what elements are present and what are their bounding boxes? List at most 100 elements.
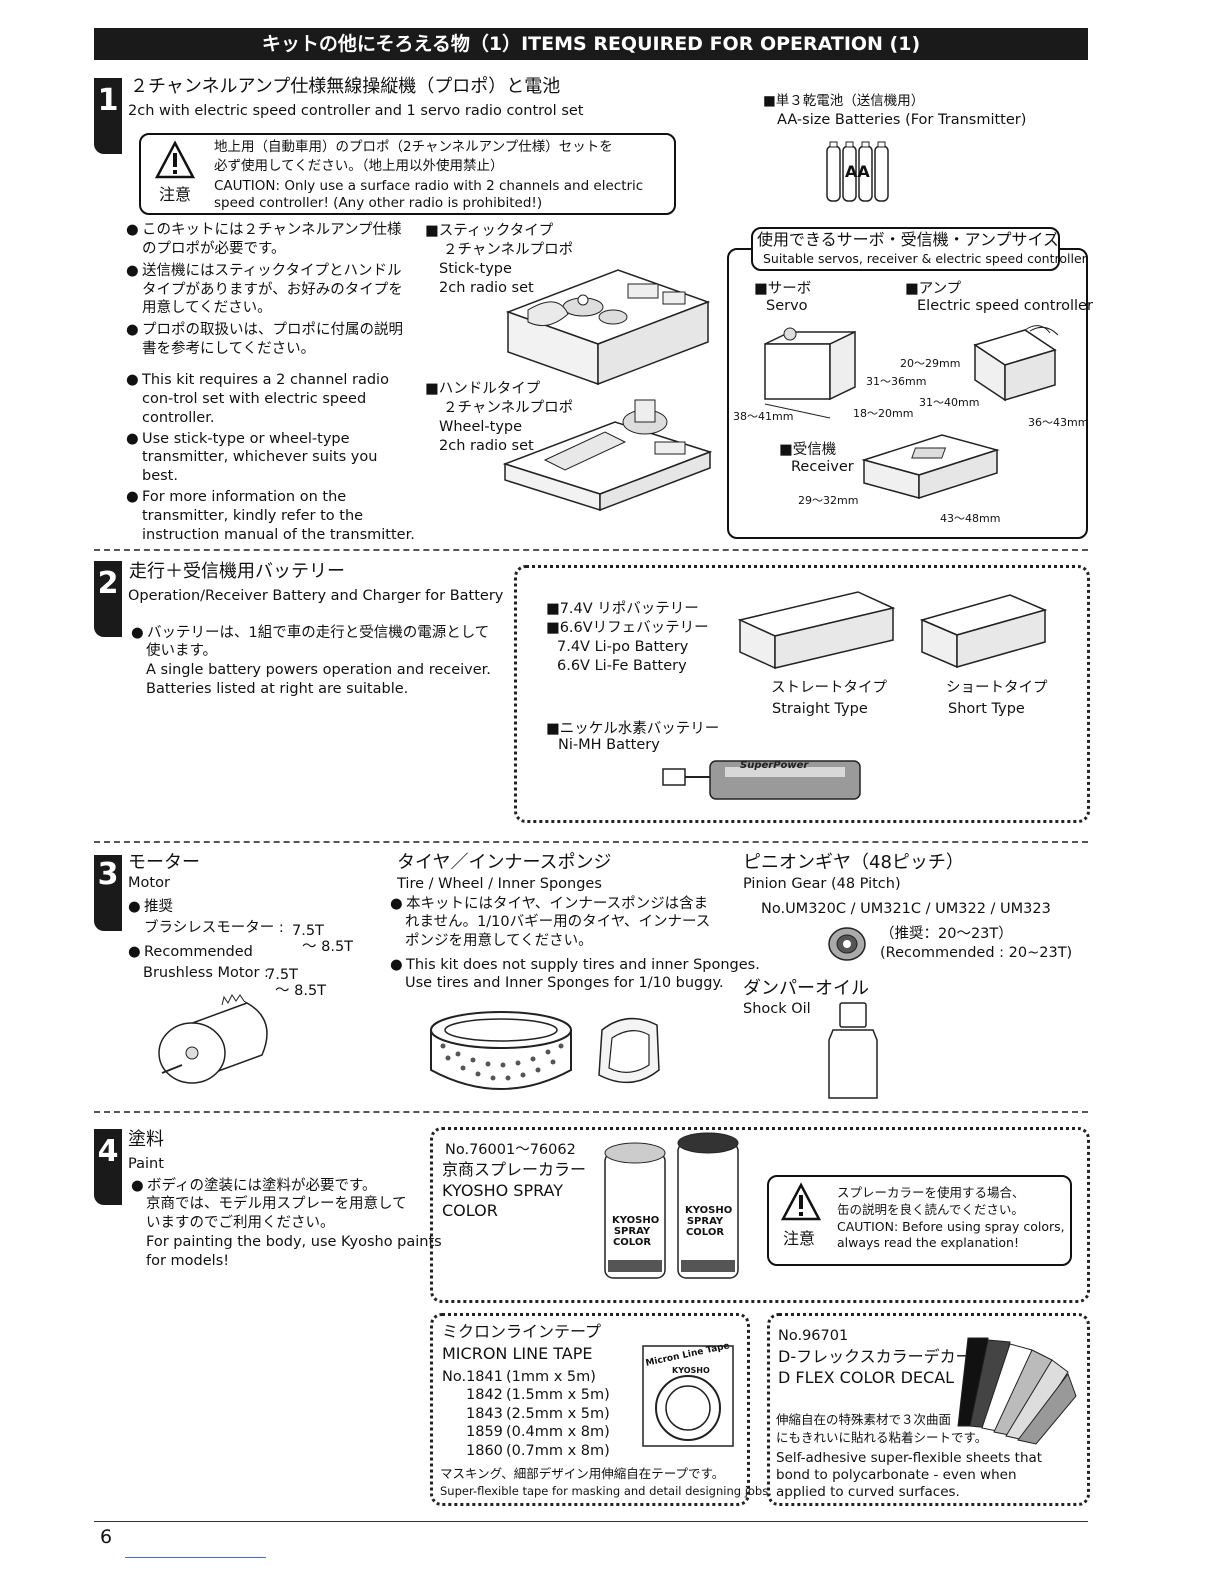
stick-transmitter-image [505, 269, 711, 386]
aa-battery-jp: ■単３乾電池（送信機用） [763, 93, 925, 109]
spray-number: No.76001〜76062 [445, 1142, 576, 1158]
tire-notes-jp: 本キットにはタイヤ、インナースポンジは含ま [390, 895, 708, 914]
spray-caution-box: 注意 スプレーカラーを使用する場合、 缶の説明を良く読んでください。 CAUTI… [767, 1175, 1072, 1266]
tire-jp: タイヤ／インナースポンジ [397, 852, 612, 873]
s1-jp-note-1: このキットには２チャンネルアンプ仕様のプロポが必要です。 [126, 221, 416, 259]
pinion-rec-jp: （推奨：20〜23T） [880, 926, 1013, 942]
s1-en-note-2: Use stick-type or wheel-type transmitter… [126, 430, 416, 487]
life-jp: ■6.6Vリフェバッテリー [546, 619, 709, 636]
turns-en-1: 7.5T [266, 967, 298, 983]
aa-battery-en: AA-size Batteries (For Transmitter) [777, 112, 1027, 128]
stick-jp-1: ■スティックタイプ [425, 223, 554, 239]
s1-title-en: 2ch with electric speed controller and 1… [128, 103, 584, 119]
brushless-en: Brushless Motor : [143, 965, 269, 981]
tape-box [430, 1313, 750, 1506]
short-type-en: Short Type [948, 701, 1025, 717]
wheel-jp-1: ■ハンドルタイプ [425, 381, 541, 397]
micron-tape-package-image [642, 1345, 734, 1447]
s2-battery-box [514, 565, 1090, 823]
tire-note-jp-3: ポンジを用意してください。 [405, 932, 593, 949]
s1-jp-notes: このキットには２チャンネルアンプ仕様のプロポが必要です。 送信機にはスティックタ… [126, 221, 416, 359]
s2-note-cont: 使います。 A single battery powers operation … [146, 642, 491, 699]
nimh-battery-image [662, 760, 861, 800]
section-number-1: 1 [94, 78, 122, 154]
page-header-title: キットの他にそろえる物（1）ITEMS REQUIRED FOR OPERATI… [94, 28, 1088, 60]
paint-notes-cont: 京商では、モデル用スプレーを用意して いますのでご利用ください。 For pai… [146, 1195, 442, 1270]
s1-title-jp: ２チャンネルアンプ仕様無線操縦機（プロポ）と電池 [130, 76, 561, 97]
decal-number: No.96701 [778, 1328, 849, 1344]
caution-en-2: speed controller! (Any other radio is pr… [214, 195, 543, 211]
tape-row-5-no: 1860 [466, 1443, 503, 1459]
section-separator-1 [94, 549, 1088, 551]
caution-label: 注意 [159, 185, 192, 204]
s1-caution-box: 注意 地上用（自動車用）のプロポ（2チャンネルアンプ仕様）セットを 必ず使用して… [139, 133, 676, 215]
decal-jp: D-フレックスカラーデカール [778, 1347, 988, 1366]
tape-row-1-no: No.1841 [442, 1369, 503, 1385]
life-en: 6.6V Li-Fe Battery [557, 657, 687, 674]
esc-width-dim: 31〜40mm [919, 396, 980, 409]
amp-jp: ■アンプ [905, 281, 962, 297]
section-separator-2 [94, 841, 1088, 843]
spray-can-label-2: KYOSHO SPRAY COLOR [685, 1205, 733, 1238]
pinion-jp: ピニオンギヤ（48ピッチ） [743, 852, 964, 873]
tape-jp: ミクロンラインテープ [442, 1322, 602, 1341]
paint-note-jp-3: いますのでご利用ください。 [146, 1214, 335, 1231]
brushless-jp: ブラシレスモーター : [144, 920, 284, 936]
shock-oil-bottle-image [828, 1002, 878, 1099]
stick-en-1: Stick-type [439, 260, 512, 277]
aa-battery-image [826, 141, 889, 202]
motor-rec-jp: 推奨 [128, 898, 173, 917]
tape-row-1-spec: (1mm x 5m) [506, 1369, 596, 1385]
section-number-4: 4 [94, 1129, 122, 1205]
turns-en-2: 〜 8.5T [275, 983, 327, 999]
pinion-en: Pinion Gear (48 Pitch) [743, 876, 901, 892]
wheel-jp-2: ２チャンネルプロポ [443, 399, 574, 416]
spray-can-label-1: KYOSHO SPRAY COLOR [612, 1215, 660, 1248]
decal-note-jp-1: 伸縮自在の特殊素材で３次曲面 [776, 1412, 952, 1427]
tire-notes-jp-cont: れません。1/10バギー用のタイヤ、インナース ポンジを用意してください。 [405, 913, 710, 951]
s1-jp-note-3: プロポの取扱いは、プロポに付属の説明書を参考にしてください。 [126, 321, 416, 359]
decal-sheets-image [957, 1337, 1077, 1445]
caution-jp-2: 必ず使用してください。（地上用以外使用禁止） [214, 158, 504, 174]
motor-rec-en-list: Recommended [128, 943, 253, 962]
receiver-length-dim: 43〜48mm [940, 512, 1001, 525]
spray-caution-en-2: always read the explanation! [837, 1235, 1019, 1250]
spray-en-2: COLOR [442, 1201, 498, 1220]
straight-type-en: Straight Type [772, 701, 868, 717]
paint-note-en-2: for models! [146, 1252, 230, 1269]
spray-cans-image [604, 1132, 739, 1279]
servo-width-dim: 38〜41mm [733, 410, 794, 423]
caution-jp-1: 地上用（自動車用）のプロポ（2チャンネルアンプ仕様）セットを [214, 139, 613, 155]
tape-row-5-spec: (0.7mm x 8m) [506, 1443, 610, 1459]
straight-type-jp: ストレートタイプ [771, 680, 887, 696]
tire-note-jp-1: 本キットにはタイヤ、インナースポンジは含ま [390, 895, 708, 914]
servo-height-dim: 31〜36mm [866, 375, 927, 388]
paint-notes: ボディの塗装には塗料が必要です。 [131, 1177, 377, 1196]
paint-jp: 塗料 [128, 1129, 164, 1150]
motor-jp: モーター [128, 852, 200, 873]
paint-note-jp-2: 京商では、モデル用スプレーを用意して [146, 1196, 407, 1212]
sizes-title-box: 使用できるサーボ・受信機・アンプサイズ Suitable servos, rec… [751, 227, 1087, 271]
paint-note-jp-1: ボディの塗装には塗料が必要です。 [131, 1177, 377, 1196]
aa-battery-label: AA [845, 162, 870, 181]
spray-caution-label: 注意 [783, 1229, 816, 1248]
tire-note-en-1: This kit does not supply tires and inner… [390, 956, 760, 975]
s2-title-en: Operation/Receiver Battery and Charger f… [128, 588, 504, 604]
nimh-jp: ■ニッケル水素バッテリー [546, 721, 720, 737]
section-separator-3 [94, 1111, 1088, 1113]
pinion-gear-image [828, 927, 866, 961]
servo-jp: ■サーボ [754, 281, 812, 297]
brushless-motor-image [158, 994, 268, 1084]
spray-jp: 京商スプレーカラー [442, 1160, 587, 1179]
tire-notes-en: This kit does not supply tires and inner… [390, 956, 760, 975]
tire-note-en-2: Use tires and Inner Sponges for 1/10 bug… [405, 975, 724, 991]
s2-note-jp-1: バッテリーは、1組で車の走行と受信機の電源として [131, 624, 489, 643]
wheel-transmitter-image [502, 399, 713, 512]
section-number-2: 2 [94, 561, 122, 637]
servo-image [764, 327, 856, 419]
esc-length-dim: 36〜43mm [1028, 416, 1089, 429]
esc-height-dim: 20〜29mm [900, 357, 961, 370]
tape-row-2-no: 1842 [466, 1387, 503, 1403]
tape-row-3-spec: (2.5mm x 5m) [506, 1406, 610, 1422]
sizes-title-en: Suitable servos, receiver & electric spe… [763, 251, 1087, 266]
